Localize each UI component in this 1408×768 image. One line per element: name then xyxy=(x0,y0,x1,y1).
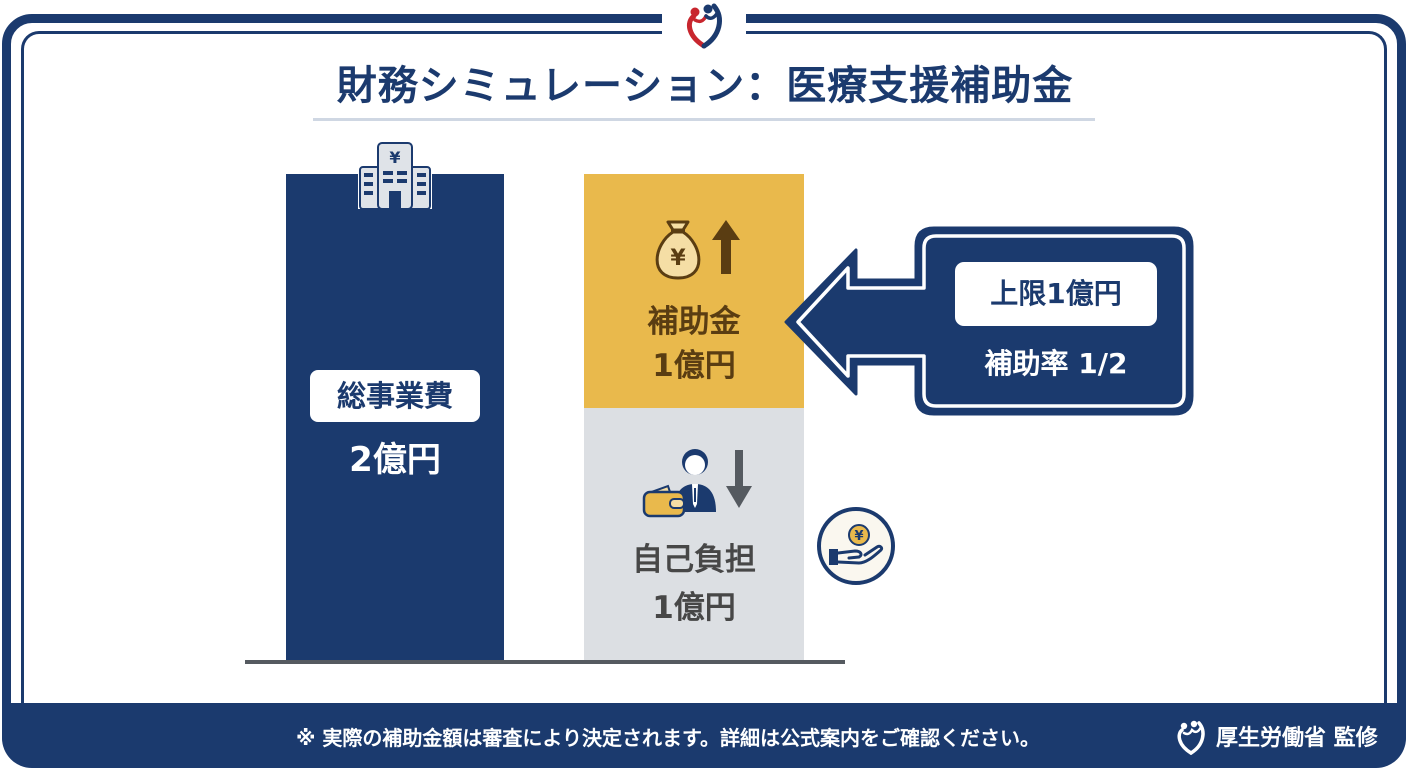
title-underline xyxy=(313,118,1095,121)
svg-text:¥: ¥ xyxy=(854,529,863,544)
svg-text:¥: ¥ xyxy=(670,246,686,271)
subsidy-label: 補助金 xyxy=(647,304,741,340)
subsidy-rate-label: 補助率 1/2 xyxy=(984,347,1128,380)
self-burden-label: 自己負担 xyxy=(632,542,756,578)
svg-text:¥: ¥ xyxy=(389,148,400,167)
heart-people-logo-icon xyxy=(686,3,722,49)
subsidy-cap-label: 上限1億円 xyxy=(955,262,1157,326)
hand-coin-yen-icon: ¥ xyxy=(817,507,895,585)
bar-subsidy xyxy=(584,174,804,408)
moneybag-yen-up-icon: ¥ xyxy=(655,220,740,280)
total-cost-value: 2億円 xyxy=(349,440,441,480)
footer-disclaimer: ※ 実際の補助金額は審査により決定されます。詳細は公式案内をご確認ください。 xyxy=(296,726,1041,750)
subsidy-value: 1億円 xyxy=(652,348,736,384)
heart-people-logo-icon xyxy=(1177,720,1205,755)
person-wallet-down-icon xyxy=(642,449,752,518)
total-cost-label: 総事業費 xyxy=(310,370,480,422)
self-burden-value: 1億円 xyxy=(652,590,736,626)
building-yen-icon: ¥ xyxy=(358,142,432,209)
footer-bar xyxy=(2,703,1406,768)
page-title: 財務シミュレーション：医療支援補助金 xyxy=(336,63,1074,109)
footer-supervisor: 厚生労働省 監修 xyxy=(1216,726,1378,751)
chart-baseline xyxy=(245,660,845,664)
